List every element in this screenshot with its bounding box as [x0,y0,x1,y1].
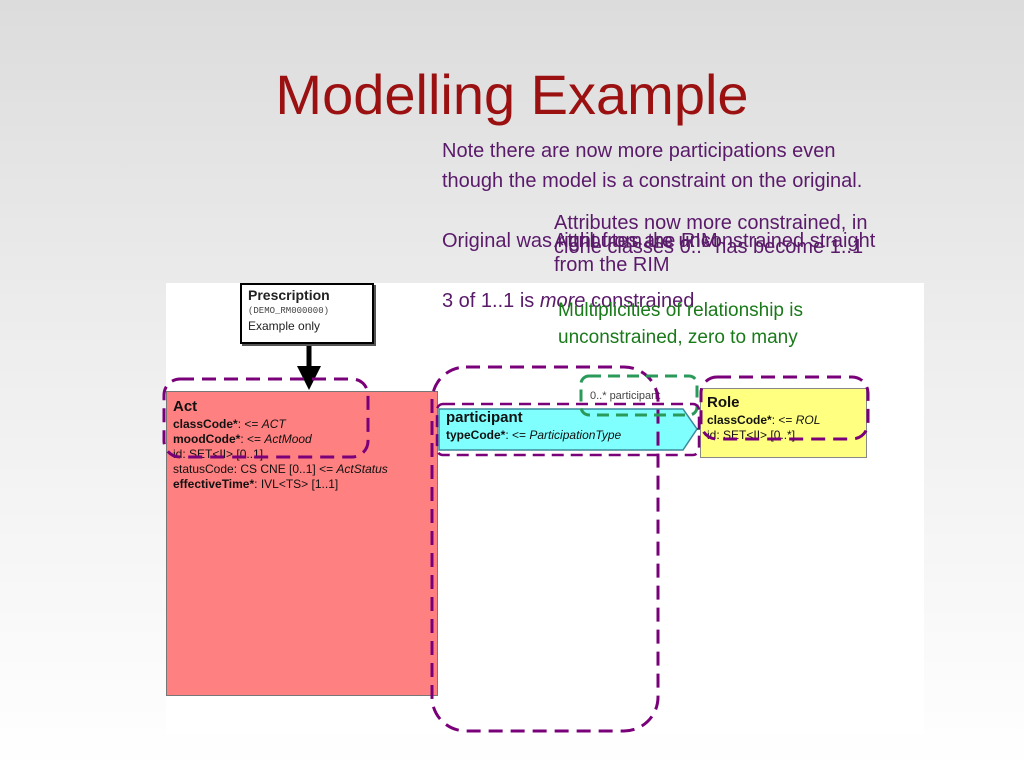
prescription-title: Prescription [248,287,330,303]
act-attributes-highlight [162,377,370,459]
participation-arrow [438,408,698,451]
note-line-2: Original was right from the RIM [442,230,718,252]
slide-title: Modelling Example [275,63,749,126]
participant-title: participant [446,409,523,426]
participant-arrow-highlight [435,402,701,457]
prescription-id: (DEMO_RM000000) [248,306,330,316]
annotation-attributes-more: Attributes now more constrained, in clon… [554,212,868,258]
role-title: Role [707,394,740,411]
act-moodcode: moodCode*: <= ActMood [173,432,312,446]
participant-highlight [430,365,660,733]
act-classcode: classCode*: <= ACT [173,417,286,431]
participant-multiplicity: 0..* participant [590,390,661,402]
annotation-multiplicities: Multiplicities of relationship is uncons… [558,300,803,348]
prescription-note: Example only [248,319,321,333]
act-effectivetime: effectiveTime*: IVL<TS> [1..1] [173,477,339,491]
role-classcode: classCode*: <= ROL [707,413,821,427]
multiplicity-highlight [579,374,699,417]
act-class-box: Act classCode*: <= ACT moodCode*: <= Act… [166,391,438,696]
role-highlight [699,375,870,441]
annotation-attributes-unconstrained: Attributes are unconstrained straight fr… [554,230,876,276]
prescription-entry-box: Prescription (DEMO_RM000000) Example onl… [240,283,374,344]
note-line-3: 3 of 1..1 is more constrained [442,290,695,312]
act-statuscode: statusCode: CS CNE [0..1] <= ActStatus [173,462,388,476]
participant-class-text: participant typeCode*: <= ParticipationT… [446,408,621,443]
act-title: Act [173,398,198,415]
entry-arrow-head [297,366,321,390]
participant-typecode: typeCode*: <= ParticipationType [446,428,622,442]
note-text-block: Note there are now more participations e… [442,136,882,316]
note-line-1: Note there are now more participations e… [442,140,863,192]
